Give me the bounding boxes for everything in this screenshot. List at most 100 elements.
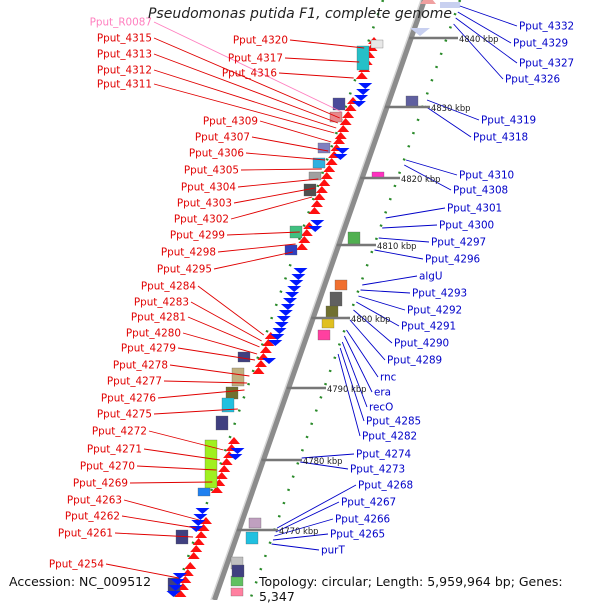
gene-arrow <box>289 280 304 286</box>
gene-arrow <box>298 236 311 243</box>
gene-arrow <box>308 207 321 214</box>
gene-label: Pput_4272 <box>92 426 147 438</box>
label-leader <box>226 231 300 236</box>
tick-label: 4800 kbp <box>351 314 390 324</box>
gene-label: purT <box>321 545 345 557</box>
gene-arrow <box>252 367 265 374</box>
gene-arrow <box>166 591 181 597</box>
gene-arrow <box>278 310 293 316</box>
gene-arrow <box>283 298 297 304</box>
label-leader <box>424 105 472 138</box>
gene-label: Pput_4308 <box>453 185 508 197</box>
gene-arrow <box>179 576 192 583</box>
gene-arrow <box>228 437 240 444</box>
label-leader <box>404 164 452 191</box>
gene-block <box>204 439 218 489</box>
gene-arrow <box>272 328 287 334</box>
gene-label: Pput_4304 <box>181 182 237 194</box>
gene-label: Pput_4306 <box>189 148 244 160</box>
gene-label: Pput_4281 <box>131 312 186 324</box>
genome-backbone <box>211 0 427 600</box>
gene-arrow <box>318 179 331 186</box>
gene-arrow <box>325 158 338 165</box>
gene-arrow <box>308 226 323 232</box>
gene-features <box>166 0 460 597</box>
label-leader <box>237 178 319 188</box>
gene-label: Pput_4312 <box>97 65 152 77</box>
label-leader <box>353 309 393 344</box>
label-leader <box>153 37 340 119</box>
gene-arrow <box>337 125 350 132</box>
gene-block <box>329 291 343 307</box>
gene-arrow <box>184 562 197 569</box>
gene-label: Pput_4274 <box>356 449 412 461</box>
gene-arrow <box>197 524 210 531</box>
gene-arrow <box>310 220 325 226</box>
tick-label: 4810 kbp <box>377 241 416 251</box>
label-leader <box>233 187 316 204</box>
label-leader <box>405 159 458 176</box>
label-leader <box>358 295 406 311</box>
gene-label: rnc <box>380 372 397 384</box>
gene-label: Pput_4262 <box>65 511 120 523</box>
gene-label: Pput_4275 <box>97 409 152 421</box>
label-leader <box>157 389 245 399</box>
gene-label: Pput_4285 <box>366 416 421 428</box>
backbone-highlight <box>210 0 422 600</box>
gene-block <box>321 317 335 329</box>
gene-block <box>231 564 245 578</box>
gene-arrow <box>190 545 203 552</box>
gene-arrow <box>344 104 357 111</box>
gene-label: Pput_4292 <box>407 305 462 317</box>
gene-arrow <box>355 72 368 79</box>
gene-arrow <box>320 172 333 179</box>
label-leader <box>217 243 296 253</box>
gene-label: Pput_4300 <box>439 220 494 232</box>
gene-block <box>230 587 244 597</box>
gene-arrow <box>335 148 350 154</box>
label-leader <box>356 301 400 327</box>
gene-label: Pput_4311 <box>97 79 152 91</box>
gene-arrow <box>270 334 285 340</box>
label-leader <box>426 99 480 121</box>
gene-arrow <box>333 154 348 160</box>
gene-block <box>440 2 460 8</box>
gene-label: Pput_4299 <box>170 230 225 242</box>
gene-block <box>356 45 370 71</box>
gene-block <box>312 157 326 169</box>
label-leader <box>453 23 504 80</box>
tick-label: 4770 kbp <box>279 526 318 536</box>
gene-arrow <box>410 28 430 36</box>
gene-arrow <box>313 193 326 200</box>
label-leader <box>259 120 332 143</box>
label-leader <box>274 518 334 537</box>
label-leader <box>272 533 329 541</box>
tick-label: 4820 kbp <box>401 174 440 184</box>
gene-block <box>284 244 298 256</box>
gene-label: Pput_4329 <box>513 38 568 50</box>
label-leader <box>301 453 355 459</box>
gene-label: Pput_4310 <box>459 170 514 182</box>
gene-arrow <box>293 268 308 274</box>
gene-label: Pput_4283 <box>134 297 189 309</box>
gene-label: Pput_4267 <box>341 497 396 509</box>
label-leader <box>143 448 221 461</box>
gene-block <box>231 367 245 387</box>
gene-arrow <box>172 573 187 579</box>
gene-arrow <box>262 339 275 346</box>
gene-label: Pput_4270 <box>80 461 135 473</box>
label-leader <box>153 69 337 129</box>
label-leader <box>339 347 365 422</box>
label-leader <box>153 408 238 415</box>
label-leader <box>190 301 262 342</box>
gene-label: recO <box>369 402 393 414</box>
gene-label: Pput_4268 <box>358 480 413 492</box>
gene-block <box>370 39 384 49</box>
label-leader <box>289 39 365 49</box>
label-leader <box>213 251 293 270</box>
label-leader <box>374 249 424 260</box>
gene-arrow <box>170 579 185 585</box>
gene-block <box>248 517 262 529</box>
gene-arrow <box>358 83 373 89</box>
